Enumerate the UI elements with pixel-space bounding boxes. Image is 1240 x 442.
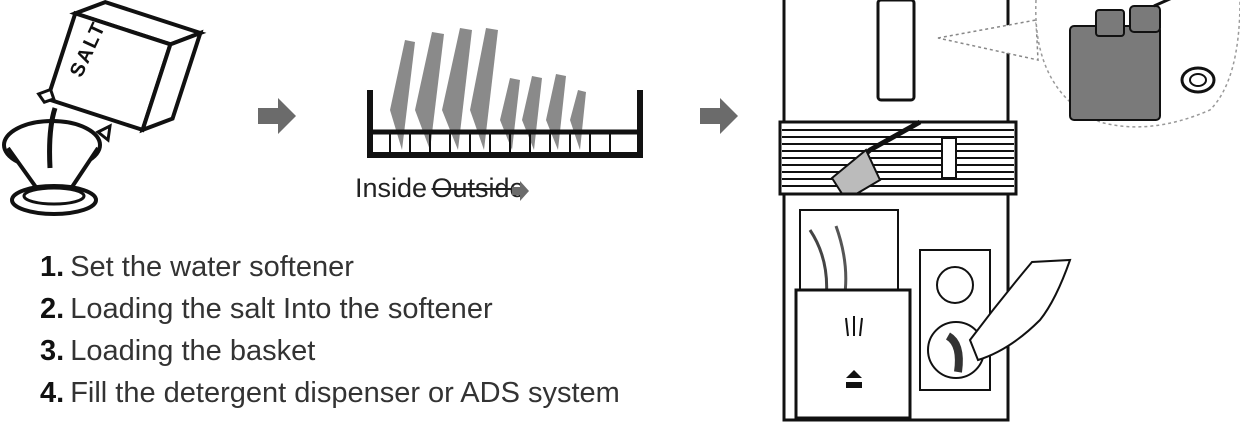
- step-item: 1.Set the water softener: [40, 252, 760, 294]
- step-text: Loading the basket: [70, 335, 316, 367]
- step-text: Fill the detergent dispenser or ADS syst…: [70, 377, 620, 409]
- caption-inside: Inside: [355, 173, 428, 203]
- step-item: 3.Loading the basket: [40, 336, 760, 378]
- salt-pouring-illustration: SALT: [2, 0, 207, 216]
- steps-list: 1.Set the water softener 2.Loading the s…: [40, 252, 760, 420]
- step-item: 4.Fill the detergent dispenser or ADS sy…: [40, 378, 760, 420]
- arrow-right-icon: [258, 98, 296, 134]
- step-number: 2.: [40, 293, 65, 325]
- step-number: 3.: [40, 335, 65, 367]
- dishwasher-illustration: [778, 0, 1240, 422]
- basket-caption: Inside Outside: [355, 173, 525, 204]
- step-item: 2.Loading the salt Into the softener: [40, 294, 760, 336]
- step-number: 1.: [40, 251, 65, 283]
- caption-outside: Outside: [431, 173, 525, 203]
- step-number: 4.: [40, 377, 65, 409]
- step-text: Set the water softener: [70, 251, 354, 283]
- step-text: Loading the salt Into the softener: [70, 293, 493, 325]
- arrow-right-icon: [700, 98, 738, 134]
- dish-basket-illustration: [367, 28, 643, 158]
- caption-arrow-icon: [512, 181, 529, 201]
